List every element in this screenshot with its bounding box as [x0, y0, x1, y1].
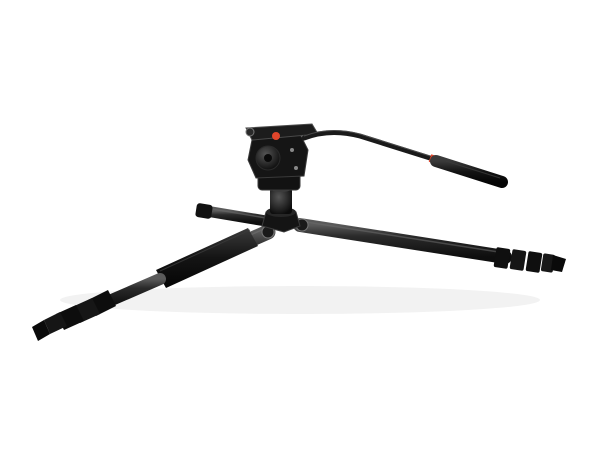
tripod-leg-left: [32, 224, 276, 341]
tripod-leg-back: [195, 203, 278, 228]
foot-right: [551, 255, 566, 272]
foot-left: [32, 320, 50, 341]
center-column: [261, 184, 301, 233]
fluid-video-head: [245, 123, 319, 191]
tripod-leg-right: [293, 218, 566, 273]
handle-grip: [430, 155, 508, 188]
leg-lock-left: [44, 290, 116, 334]
foam-grip-left: [156, 228, 258, 288]
release-button-red: [272, 132, 280, 140]
pan-handle: [301, 130, 508, 188]
leg-lock-right: [493, 247, 556, 273]
ground-shadow: [60, 286, 540, 314]
